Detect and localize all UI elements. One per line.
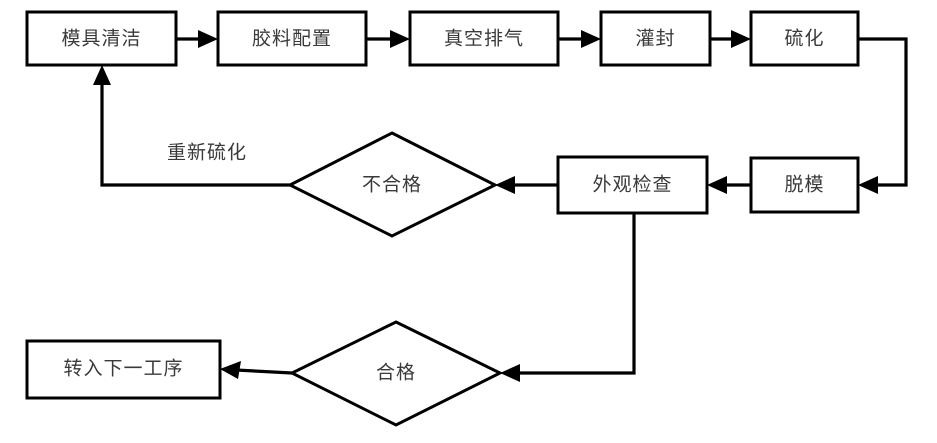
edge-vacuum-to-potting <box>558 30 601 48</box>
arrowhead-icon <box>93 65 111 85</box>
node-decision-fail-label: 不合格 <box>362 173 422 195</box>
edge-potting-to-vulcanize <box>710 30 751 48</box>
arrowhead-icon <box>500 364 520 382</box>
node-vulcanize-label: 硫化 <box>784 27 824 49</box>
node-vulcanize[interactable]: 硫化 <box>749 10 860 67</box>
node-potting[interactable]: 灌封 <box>599 10 712 67</box>
node-vacuum-degas-label: 真空排气 <box>444 27 524 49</box>
node-appearance-inspection-label: 外观检查 <box>592 173 672 195</box>
node-glue-prep-label: 胶料配置 <box>252 27 332 49</box>
node-mold-clean[interactable]: 模具清洁 <box>25 10 178 67</box>
node-mold-clean-label: 模具清洁 <box>61 27 141 49</box>
arrowhead-icon <box>198 30 218 48</box>
node-decision-pass-label: 合格 <box>376 361 416 383</box>
arrowhead-icon <box>220 361 241 379</box>
node-vacuum-degas[interactable]: 真空排气 <box>408 10 560 67</box>
arrowhead-icon <box>731 30 751 48</box>
edge-glue-prep-to-vacuum <box>366 30 410 48</box>
node-next-process[interactable]: 转入下一工序 <box>25 339 222 400</box>
node-demold-label: 脱模 <box>784 173 824 195</box>
arrowhead-icon <box>581 30 601 48</box>
edge-pass-to-next-process <box>220 361 293 379</box>
node-glue-prep[interactable]: 胶料配置 <box>216 10 368 67</box>
node-demold[interactable]: 脱模 <box>749 156 860 214</box>
node-appearance-inspection[interactable]: 外观检查 <box>556 155 709 215</box>
edge-mold-clean-to-glue-prep <box>176 30 218 48</box>
arrowhead-icon <box>390 30 410 48</box>
arrowhead-icon <box>707 176 727 194</box>
arrowhead-icon <box>858 176 878 194</box>
node-decision-pass[interactable]: 合格 <box>288 320 504 427</box>
node-potting-label: 灌封 <box>635 27 675 49</box>
edge-demold-to-inspection <box>707 176 751 194</box>
edge-fail-to-mold-clean-rework <box>93 65 290 187</box>
edge-vulcanize-to-demold <box>858 37 908 194</box>
arrowhead-icon <box>495 176 515 194</box>
node-next-process-label: 转入下一工序 <box>63 357 183 379</box>
edge-inspection-to-fail <box>495 176 558 194</box>
node-decision-fail[interactable]: 不合格 <box>286 131 499 238</box>
edge-label-rework: 重新硫化 <box>167 141 247 163</box>
edge-inspection-to-pass <box>500 213 636 382</box>
